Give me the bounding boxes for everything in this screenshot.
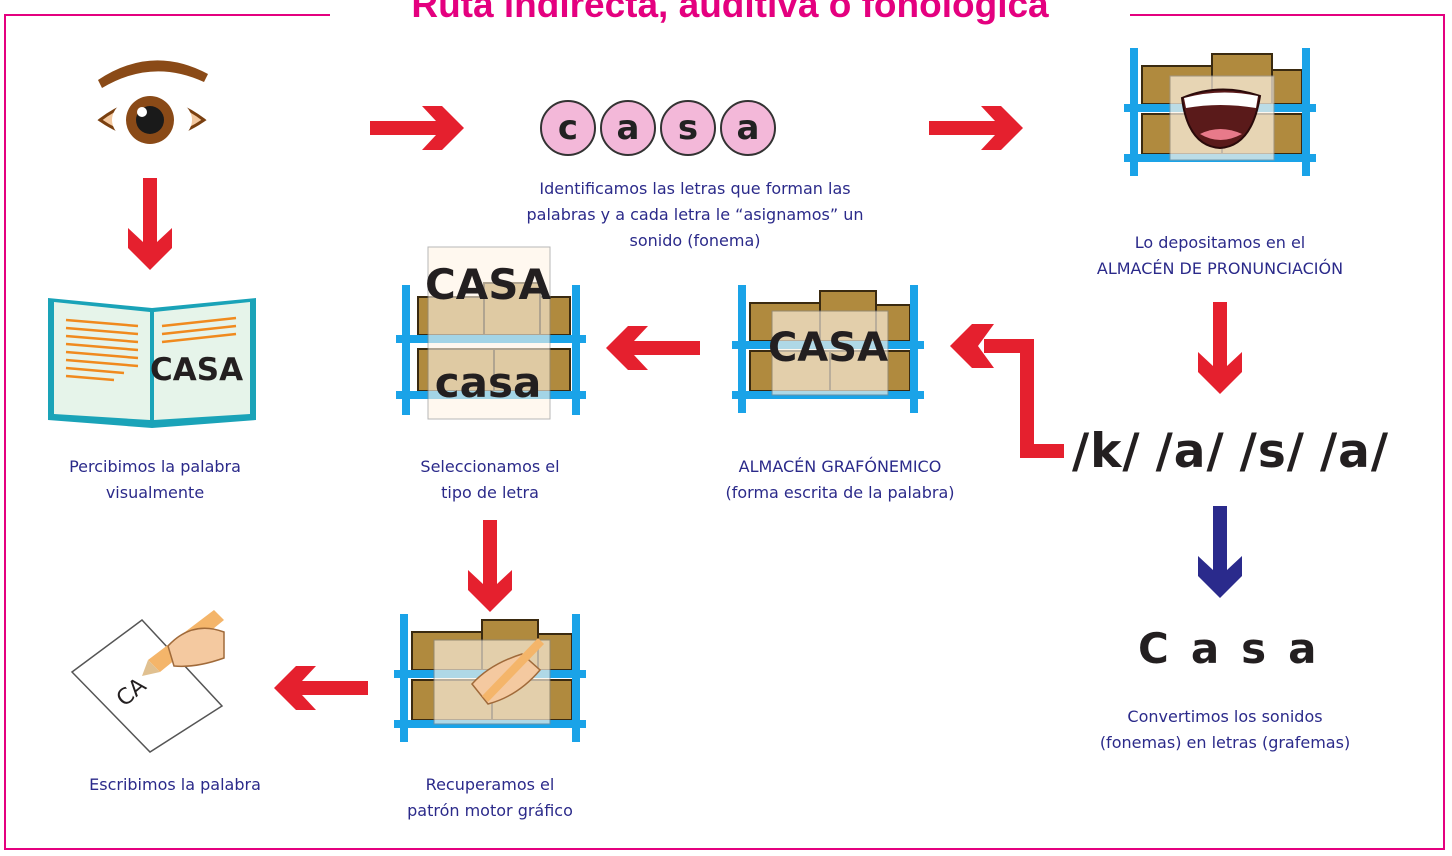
select-word-upper: CASA (424, 260, 552, 309)
arrow-left-2 (274, 666, 368, 710)
result-letter: a (1190, 624, 1220, 673)
caption-convert: Convertimos los sonidos(fonemas) en letr… (1099, 707, 1351, 752)
letter-circle: a (600, 100, 656, 156)
diagram-title: Ruta indirecta, auditiva o fonológica (411, 0, 1049, 25)
arrow-bent (950, 324, 1064, 458)
writing-paper-icon (70, 610, 225, 753)
graphemic-shelf-icon (732, 285, 924, 413)
book-word: CASA (150, 352, 244, 388)
phoneme-sequence: /k/ /a/ /s/ /a/ (1072, 424, 1389, 479)
caption-write: Escribimos la palabra (89, 775, 261, 794)
letter-circle: a (720, 100, 776, 156)
letter-type-shelf-icon (396, 246, 586, 420)
arrow-down-2 (1198, 302, 1242, 394)
result-letter: a (1288, 624, 1317, 673)
graphemic-word: CASA (767, 325, 889, 371)
letter-circle: c (540, 100, 596, 156)
phoneme: /k/ (1072, 424, 1141, 479)
open-book-icon (48, 298, 256, 428)
arrow-right-2 (929, 106, 1023, 150)
arrow-down-3 (468, 520, 512, 612)
eye-icon (97, 60, 208, 146)
phoneme: /s/ (1239, 424, 1305, 479)
arrow-right-1 (370, 106, 464, 150)
result-letter: C (1138, 624, 1169, 673)
phoneme: /a/ (1155, 424, 1225, 479)
result-letter: s (1241, 624, 1267, 673)
arrow-down-blue (1198, 506, 1242, 598)
select-word-lower: casa (434, 358, 542, 407)
pronunciation-shelf-icon (1124, 48, 1316, 176)
caption-graphemic: ALMACÉN GRAFÓNEMICO(forma escrita de la … (725, 457, 955, 502)
arrow-down-1 (128, 178, 172, 270)
motor-pattern-shelf-icon (394, 614, 586, 742)
arrow-left-1 (606, 326, 700, 370)
letter-circle: s (660, 100, 716, 156)
phoneme: /a/ (1319, 424, 1390, 479)
title-band: Ruta indirecta, auditiva o fonológica (330, 0, 1130, 30)
